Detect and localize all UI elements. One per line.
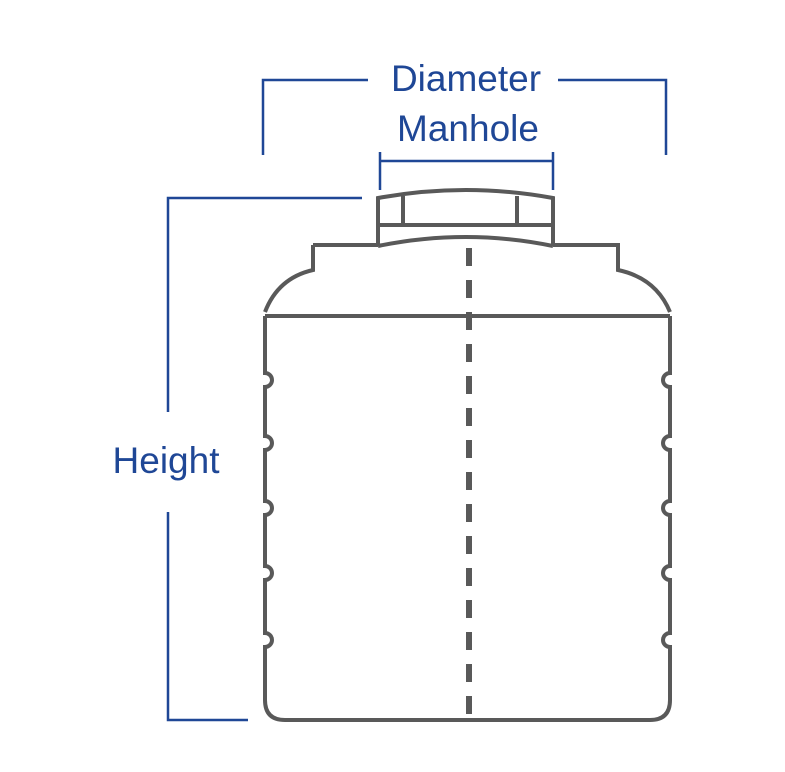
diameter-bracket xyxy=(261,78,668,155)
diameter-label: Diameter xyxy=(390,58,542,99)
manhole-label: Manhole xyxy=(397,108,539,149)
height-bracket xyxy=(166,196,362,722)
tank-outline xyxy=(263,188,672,722)
tank-shoulder xyxy=(263,235,672,313)
manhole-bracket xyxy=(378,152,555,190)
dimension-lines xyxy=(166,78,668,722)
height-label: Height xyxy=(112,440,220,481)
manhole-cap xyxy=(376,188,555,244)
